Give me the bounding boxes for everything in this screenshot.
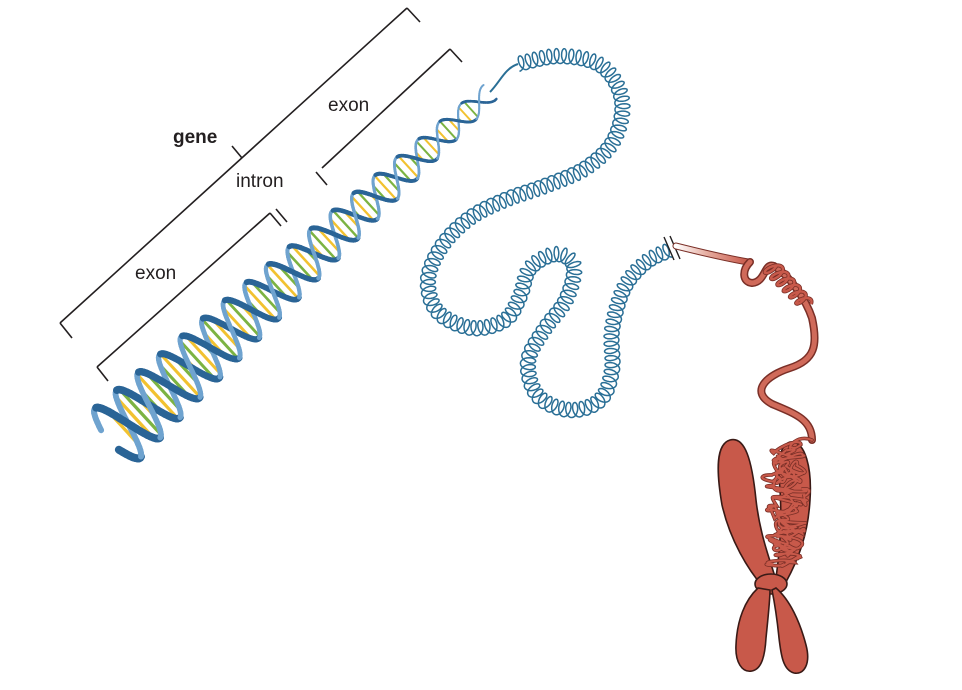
base-pair [436,128,449,143]
supercoil-fill [763,264,813,305]
base-pair [225,298,261,338]
base-pair [135,373,180,420]
coil-loops [419,47,674,419]
intron-label: intron [236,171,284,192]
coiled-dna-strand [419,47,674,419]
chromatin-fiber [672,242,819,444]
base-pair [184,334,222,375]
base-pair [316,227,341,253]
base-pair [159,352,202,399]
backbone-strand-b [91,84,485,443]
helix-to-coil-link [489,63,519,93]
base-pair [332,209,360,239]
chromatin-supercoil [762,263,814,306]
base-pair [178,339,216,380]
chromosome-arm-lower-left [735,587,771,672]
base-pair [350,195,375,222]
backbone-segment [494,97,498,102]
base-pair [266,263,300,300]
exon-lower-label: exon [135,263,176,284]
base-pair [463,101,479,118]
exon-lower-bracket [96,212,282,382]
base-pair [415,140,435,162]
base-pair [243,284,277,321]
gene-label: gene [173,127,217,148]
tangle-fill [761,437,813,567]
base-pair [308,229,338,261]
base-pair [382,173,400,192]
base-pair [422,136,440,155]
exon-upper-label: exon [328,95,369,116]
base-pair [373,175,398,201]
dna-double-helix [91,63,519,463]
base-pair [118,388,163,436]
backbone-segment [481,84,485,87]
intron-markers [275,171,328,223]
condensed-chromatin-tangle [760,436,814,568]
base-pair [397,155,419,179]
base-pair [286,251,314,281]
base-pair [201,318,240,360]
chromosome-arm-lower-right [771,587,809,674]
base-pair [448,118,460,132]
base-pair [393,162,412,182]
exon-upper-bracket [321,48,463,169]
base-pair [356,191,380,216]
base-pair [291,244,321,277]
base-pair [439,120,458,140]
base-pair [250,281,281,314]
base-pair [458,106,473,123]
gene-bracket [59,7,421,339]
